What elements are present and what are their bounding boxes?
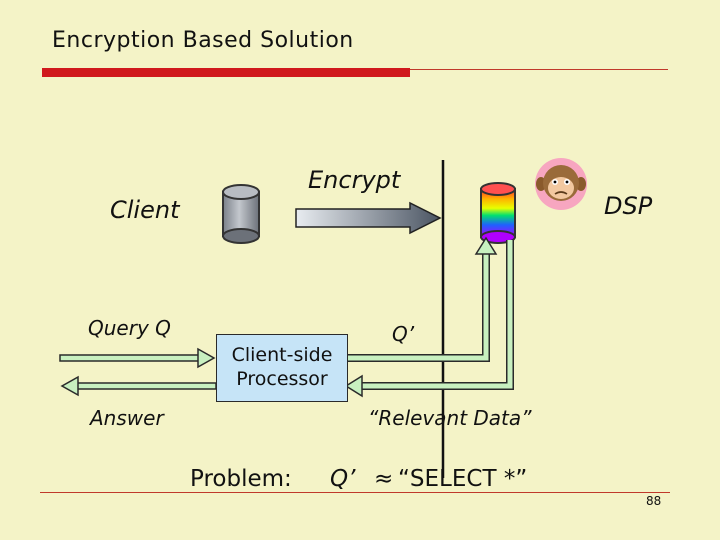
q-prime-arrow bbox=[346, 236, 498, 362]
relevant-data-label: “Relevant Data” bbox=[368, 406, 532, 430]
q-prime-label: Q’ bbox=[392, 322, 415, 346]
query-arrow bbox=[59, 347, 216, 369]
select-star-text: “SELECT *” bbox=[398, 466, 528, 492]
relevant-data-arrow bbox=[344, 240, 514, 398]
footer-line bbox=[40, 492, 670, 493]
encrypt-arrow bbox=[295, 201, 442, 235]
title-underline-thick bbox=[42, 68, 410, 77]
query-label: Query Q bbox=[88, 316, 171, 340]
encrypt-label: Encrypt bbox=[308, 166, 401, 194]
monkey-dsp-icon bbox=[535, 158, 587, 210]
answer-label: Answer bbox=[90, 406, 164, 430]
client-side-processor-box: Client-side Processor bbox=[216, 334, 348, 402]
client-database-icon bbox=[222, 184, 260, 244]
slide-title: Encryption Based Solution bbox=[52, 28, 354, 53]
client-label: Client bbox=[110, 196, 180, 224]
problem-label: Problem: bbox=[190, 466, 292, 492]
answer-arrow bbox=[60, 375, 217, 397]
dsp-label: DSP bbox=[604, 192, 653, 220]
problem-q-prime: Q’ bbox=[330, 466, 356, 492]
encrypted-database-icon bbox=[480, 182, 516, 244]
processor-label: Client-side Processor bbox=[231, 344, 333, 390]
title-underline-thin bbox=[410, 69, 668, 70]
page-number: 88 bbox=[646, 494, 662, 508]
approx-symbol: ≈ bbox=[374, 466, 394, 492]
